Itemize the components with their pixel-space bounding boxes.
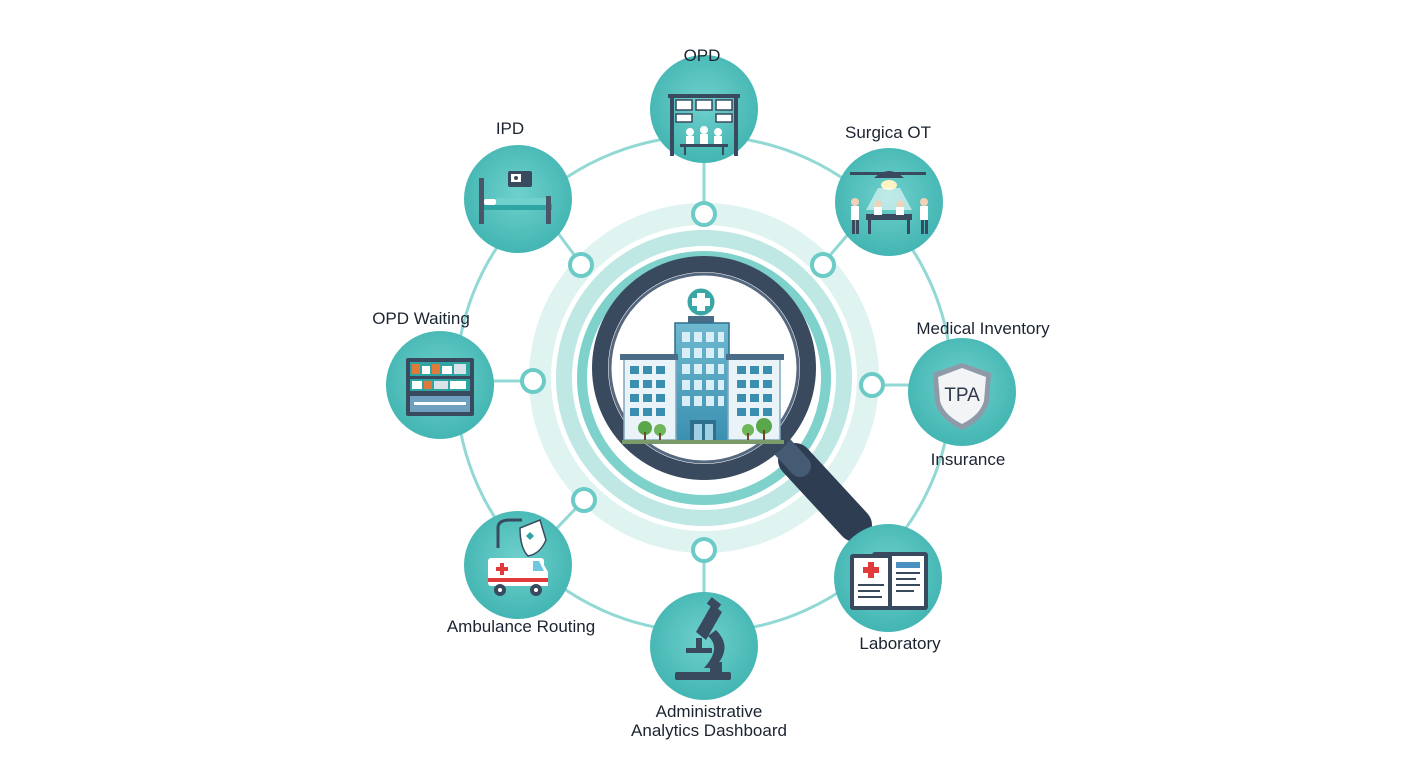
label-ambulance-routing: Ambulance Routing: [446, 617, 596, 636]
hospital-building: [620, 285, 784, 444]
label-medical-inventory: Medical Inventory: [916, 319, 1050, 338]
label-admin-dashboard-line1: Administrative: [655, 702, 763, 721]
node-ipd[interactable]: [464, 145, 572, 253]
node-opd-waiting[interactable]: [386, 331, 494, 439]
storage-shelf-icon: [406, 358, 474, 416]
label-opd: OPD: [683, 46, 721, 65]
glow-ring-mid: [556, 230, 852, 526]
node-ambulance-routing[interactable]: [464, 511, 572, 619]
medical-report-icon: [850, 552, 928, 610]
label-laboratory: Laboratory: [859, 634, 941, 653]
clinic-waiting-room-icon: [668, 94, 740, 156]
tpa-badge: TPA: [944, 385, 980, 406]
microscope-icon: [675, 597, 731, 680]
node-surgical-ot[interactable]: [835, 148, 943, 256]
connector-dots: [520, 201, 885, 563]
label-insurance: Insurance: [930, 450, 1006, 469]
node-admin-dashboard[interactable]: [650, 592, 758, 700]
label-surgical-ot: Surgica OT: [845, 123, 931, 142]
hospital-search-icon: [592, 256, 872, 542]
label-opd-waiting: OPD Waiting: [372, 309, 470, 328]
tpa-shield-icon: TPA: [933, 363, 991, 430]
label-admin-dashboard-line2: Analytics Dashboard: [631, 721, 787, 740]
operating-theater-icon: [850, 171, 928, 234]
ambulance-icon: [488, 518, 548, 596]
node-medical-inventory[interactable]: TPA: [908, 338, 1016, 446]
node-opd[interactable]: [650, 55, 758, 163]
hospital-bed-icon: [479, 171, 552, 224]
node-laboratory[interactable]: [834, 524, 942, 632]
label-ipd: IPD: [495, 119, 525, 138]
